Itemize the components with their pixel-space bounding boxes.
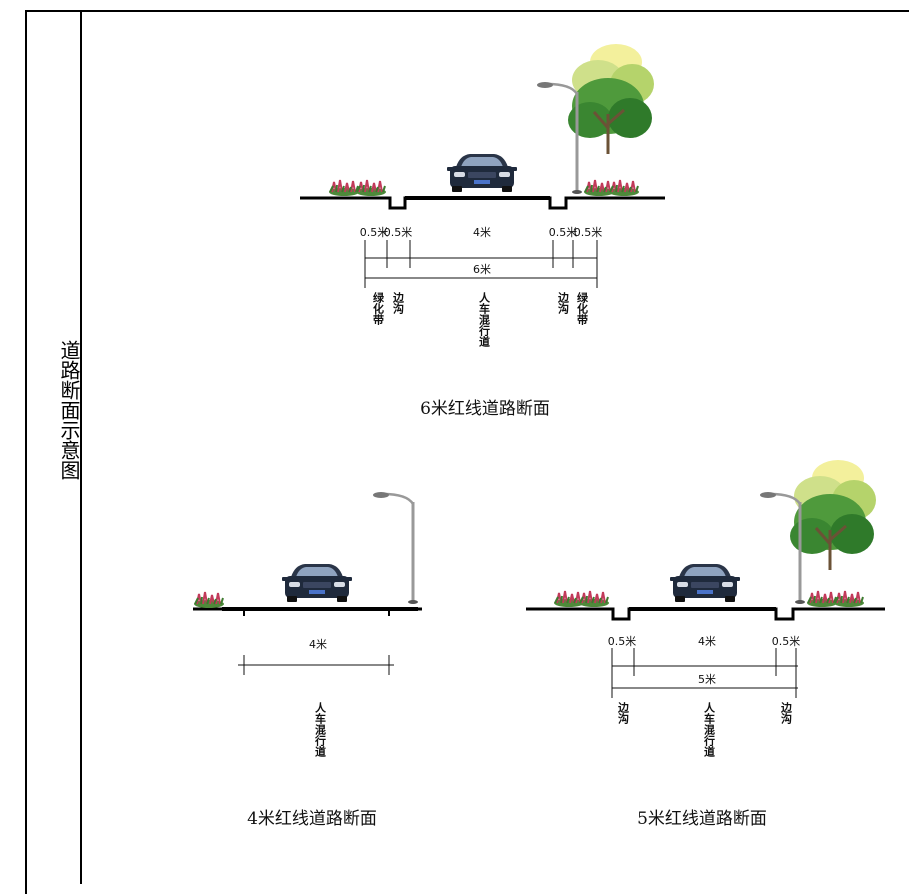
- total-width-label: 6米: [473, 263, 491, 276]
- zone-label: 边沟: [780, 701, 794, 725]
- side-title: 道路断面示意图: [57, 340, 81, 480]
- drawing-frame: [25, 10, 909, 894]
- section-6m: 0.5米 0.5米 4米 0.5米 0.5米 6米 绿化带 边沟 人车混行道 边…: [300, 42, 665, 419]
- zone-label: 人车混行道: [703, 701, 717, 758]
- segment-label: 0.5米: [384, 226, 413, 239]
- title-column-divider: [80, 11, 82, 884]
- zone-label: 人车混行道: [314, 701, 328, 758]
- zone-label: 绿化带: [576, 291, 589, 326]
- segment-label: 4米: [473, 226, 491, 239]
- shrub-icon: [553, 590, 585, 608]
- car-icon: [670, 564, 740, 602]
- car-icon: [282, 564, 352, 602]
- shrub-icon: [193, 591, 225, 609]
- shrub-icon: [578, 590, 610, 608]
- shrub-icon: [328, 179, 360, 197]
- segment-label: 0.5米: [772, 635, 801, 648]
- segment-label: 0.5米: [549, 226, 578, 239]
- section-caption: 5米红线道路断面: [637, 809, 767, 829]
- shrub-icon: [355, 179, 387, 197]
- zone-label: 绿化带: [372, 291, 385, 326]
- zone-label: 边沟: [617, 701, 631, 725]
- dimension-lines: [238, 655, 394, 675]
- shrub-icon: [608, 179, 640, 197]
- tree-icon: [566, 42, 656, 156]
- street-lamp-icon: [371, 490, 420, 606]
- zone-label: 边沟: [392, 291, 406, 315]
- segment-label: 0.5米: [574, 226, 603, 239]
- car-icon: [447, 154, 517, 192]
- section-caption: 6米红线道路断面: [420, 399, 550, 419]
- shrub-icon: [583, 179, 615, 197]
- dimension-lines: [611, 648, 798, 698]
- section-5m: 0.5米 4米 0.5米 5米 边沟 人车混行道 边沟 5米红线道路断面: [526, 458, 885, 829]
- segment-label: 0.5米: [360, 226, 389, 239]
- zone-label: 人车混行道: [478, 291, 492, 348]
- segment-label: 4米: [309, 638, 327, 651]
- shrub-icon: [806, 590, 838, 608]
- tree-icon: [788, 458, 878, 572]
- section-caption: 4米红线道路断面: [247, 809, 377, 829]
- total-width-label: 5米: [698, 673, 716, 686]
- zone-label: 边沟: [557, 291, 571, 315]
- segment-label: 0.5米: [608, 635, 637, 648]
- dimension-lines: [364, 240, 598, 288]
- section-4m: 4米 人车混行道 4米红线道路断面: [193, 490, 422, 829]
- shrub-icon: [833, 590, 865, 608]
- segment-label: 4米: [698, 635, 716, 648]
